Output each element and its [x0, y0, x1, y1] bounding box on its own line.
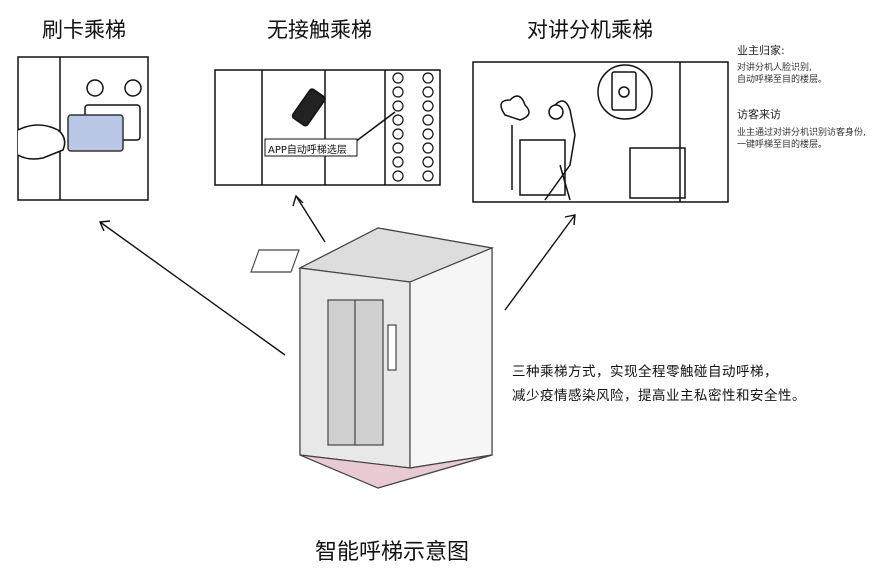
owner-line-1: 对讲分机人脸识别, — [737, 63, 812, 73]
owner-line-2: 自动呼梯至目的楼层。 — [737, 75, 828, 85]
floor-buttons — [392, 72, 434, 182]
diagram-caption: 智能呼梯示意图 — [315, 540, 470, 565]
owner-title: 业主归家: — [737, 44, 785, 57]
description-line-1: 三种乘梯方式，实现全程零触碰自动呼梯， — [512, 364, 778, 380]
intercom-panel — [472, 61, 729, 203]
card-panel — [17, 56, 149, 201]
elevator-cabin — [250, 227, 495, 489]
app-call-label: APP自动呼梯选层 — [268, 145, 347, 156]
title-contactless-elevator: 无接触乘梯 — [267, 18, 372, 42]
description-line-2: 减少疫情感染风险，提高业主私密性和安全性。 — [512, 388, 806, 404]
visitor-title: 访客来访 — [737, 108, 781, 121]
arrows — [98, 194, 576, 356]
elevator-floor — [299, 454, 493, 489]
visitor-line-2: 一键呼梯至目的楼层。 — [737, 140, 828, 150]
title-card-elevator: 刷卡乘梯 — [42, 18, 126, 42]
contactless-panel — [214, 69, 441, 186]
app-label-box — [264, 138, 358, 157]
visitor-line-1: 业主通过对讲分机识别访客身份, — [737, 128, 866, 138]
title-intercom-elevator: 对讲分机乘梯 — [527, 18, 653, 42]
